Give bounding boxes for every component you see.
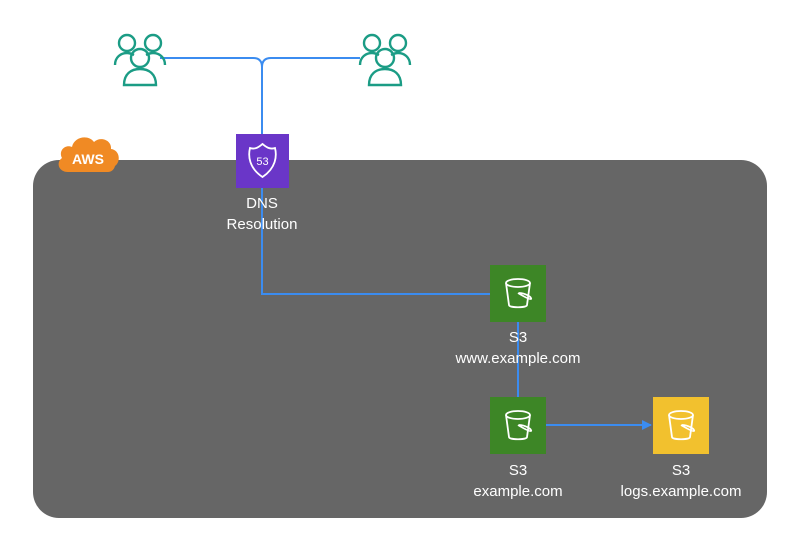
aws-badge-text: AWS	[72, 151, 104, 167]
s3-logs-label: S3 logs.example.com	[606, 460, 756, 502]
users-group-icon	[358, 33, 412, 87]
connector-users-right-to-route53	[261, 57, 360, 68]
s3-root-node[interactable]	[490, 397, 546, 454]
s3-logs-node[interactable]	[653, 397, 709, 454]
s3-logs-label-line2: logs.example.com	[620, 483, 742, 500]
route53-label-line2: Resolution	[226, 216, 298, 233]
route53-node[interactable]: 53	[236, 134, 289, 188]
cloud-icon: AWS	[58, 137, 119, 172]
s3-www-node[interactable]	[490, 265, 546, 322]
s3-bucket-icon	[505, 278, 532, 309]
route53-badge-text: 53	[256, 156, 268, 168]
users-group-icon	[113, 33, 167, 87]
s3-www-label-line2: www.example.com	[455, 350, 581, 367]
s3-logs-label-line1: S3	[671, 462, 691, 479]
s3-root-label: S3 example.com	[448, 460, 588, 502]
route53-label: DNS Resolution	[212, 193, 312, 235]
s3-www-label-line1: S3	[508, 329, 528, 346]
route53-shield-icon: 53	[248, 142, 277, 179]
aws-cloud-region	[33, 160, 767, 518]
s3-bucket-icon	[668, 410, 695, 441]
s3-www-label: S3 www.example.com	[438, 327, 598, 369]
s3-root-label-line2: example.com	[473, 483, 563, 500]
route53-label-line1: DNS	[246, 195, 278, 212]
connector-users-left-to-route53	[160, 57, 263, 134]
connector-route53-to-s3-www	[261, 188, 490, 295]
s3-root-label-line1: S3	[508, 462, 528, 479]
s3-bucket-icon	[505, 410, 532, 441]
